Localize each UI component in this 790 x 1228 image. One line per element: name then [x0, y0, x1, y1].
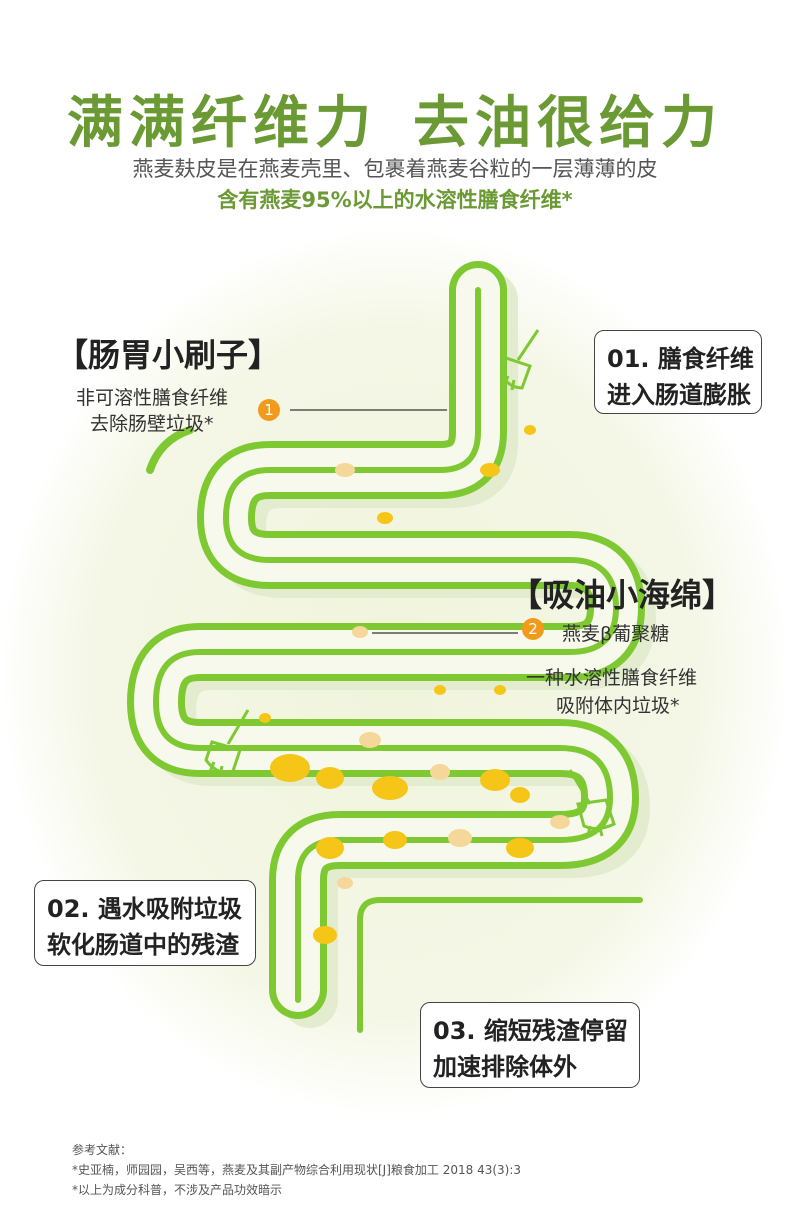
step-box-3: 03. 缩短残渣停留 加速排除体外 [420, 1002, 640, 1088]
broom-icon [500, 329, 540, 391]
page-title: 满满纤维力去油很给力 [0, 78, 790, 159]
step-box-3-line2: 加速排除体外 [433, 1053, 577, 1081]
callout-sponge-line1: 一种水溶性膳食纤维 [526, 667, 698, 689]
references: 参考文献： *史亚楠，师园园，吴西等，燕麦及其副产物综合利用现状[J]粮食加工 … [72, 1140, 521, 1200]
broom-icon [204, 709, 250, 777]
broom-icon [568, 769, 616, 837]
step-box-1-line2: 进入肠道膨胀 [607, 381, 751, 409]
callout-brush-line1: 非可溶性膳食纤维 [76, 387, 229, 409]
references-label: 参考文献： [72, 1143, 133, 1157]
reference-2: *以上为成分科普，不涉及产品功效暗示 [72, 1183, 283, 1197]
intestine-tube [127, 261, 645, 1033]
callout-sponge-name: 燕麦β葡聚糖 [562, 623, 670, 645]
marker-1: 1 [258, 399, 280, 421]
step-box-2: 02. 遇水吸附垃圾 软化肠道中的残渣 [34, 880, 256, 966]
step-box-1: 01. 膳食纤维 进入肠道膨胀 [594, 330, 762, 414]
step-box-3-line1: 03. 缩短残渣停留 [433, 1017, 628, 1045]
subtitle-line-1: 燕麦麸皮是在燕麦壳里、包裹着燕麦谷粒的一层薄薄的皮 [132, 157, 658, 181]
step-box-2-line2: 软化肠道中的残渣 [47, 931, 239, 959]
reference-1: *史亚楠，师园园，吴西等，燕麦及其副产物综合利用现状[J]粮食加工 2018 4… [72, 1163, 522, 1177]
step-box-1-line1: 01. 膳食纤维 [607, 345, 754, 373]
callout-brush-line2: 去除肠壁垃圾* [90, 413, 214, 435]
callout-brush-heading: 【肠胃小刷子】 [56, 336, 281, 374]
step-box-2-line1: 02. 遇水吸附垃圾 [47, 895, 242, 923]
title-part-1: 满满纤维力 [67, 91, 377, 156]
fiber-particles [259, 425, 570, 944]
marker-2: 2 [522, 618, 544, 640]
callout-sponge-heading: 【吸油小海绵】 [510, 576, 735, 614]
subtitle-line-2: 含有燕麦95%以上的水溶性膳食纤维* [217, 188, 573, 212]
callout-sponge-line2: 吸附体内垃圾* [556, 695, 680, 717]
title-part-2: 去油很给力 [413, 91, 723, 156]
